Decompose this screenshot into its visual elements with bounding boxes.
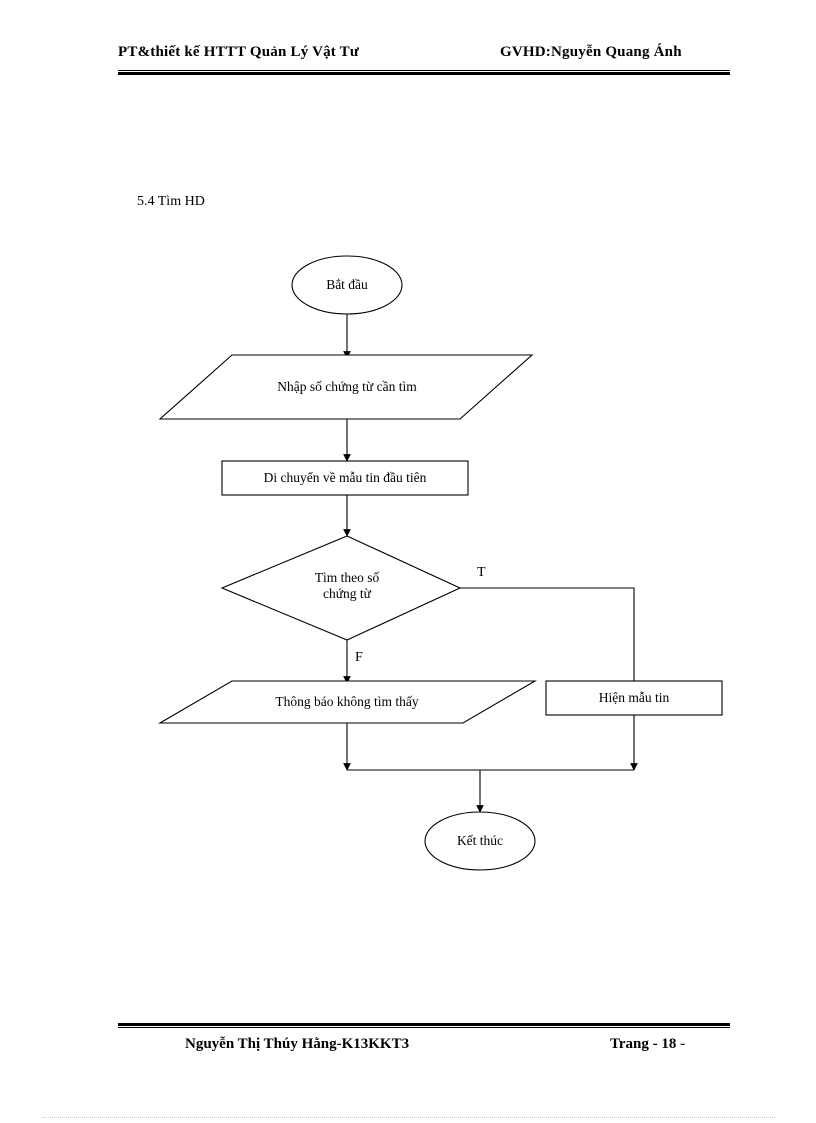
- node-end-shape: [424, 811, 536, 871]
- header-divider-rule: [118, 70, 730, 75]
- section-heading: 5.4 Tìm HD: [137, 194, 205, 209]
- footer-page-number: Trang - 18 -: [610, 1036, 686, 1052]
- edge-label-true: T: [477, 565, 486, 580]
- node-display-shape: [545, 680, 723, 716]
- header-row: PT&thiết kế HTTT Quản Lý Vật Tư GVHD:Ngu…: [118, 44, 730, 66]
- page-boundary-line: [42, 1117, 775, 1118]
- node-decision-shape: [220, 535, 462, 641]
- page-header: PT&thiết kế HTTT Quản Lý Vật Tư GVHD:Ngu…: [118, 44, 730, 80]
- edge-label-false: F: [355, 650, 363, 665]
- footer-divider-rule: [118, 1023, 730, 1028]
- node-start-shape: [291, 255, 403, 315]
- page-footer: Nguyễn Thị Thúy Hằng-K13KKT3 Trang - 18 …: [185, 1036, 730, 1058]
- header-right-text: GVHD:Nguyễn Quang Ánh: [500, 44, 682, 60]
- edge-decision-true: [460, 587, 635, 683]
- header-left-text: PT&thiết kế HTTT Quản Lý Vật Tư: [118, 44, 360, 60]
- node-process-shape: [221, 460, 469, 496]
- node-notfound-shape: [157, 680, 538, 724]
- node-input-shape: [158, 354, 534, 420]
- footer-author-text: Nguyễn Thị Thúy Hằng-K13KKT3: [185, 1036, 410, 1052]
